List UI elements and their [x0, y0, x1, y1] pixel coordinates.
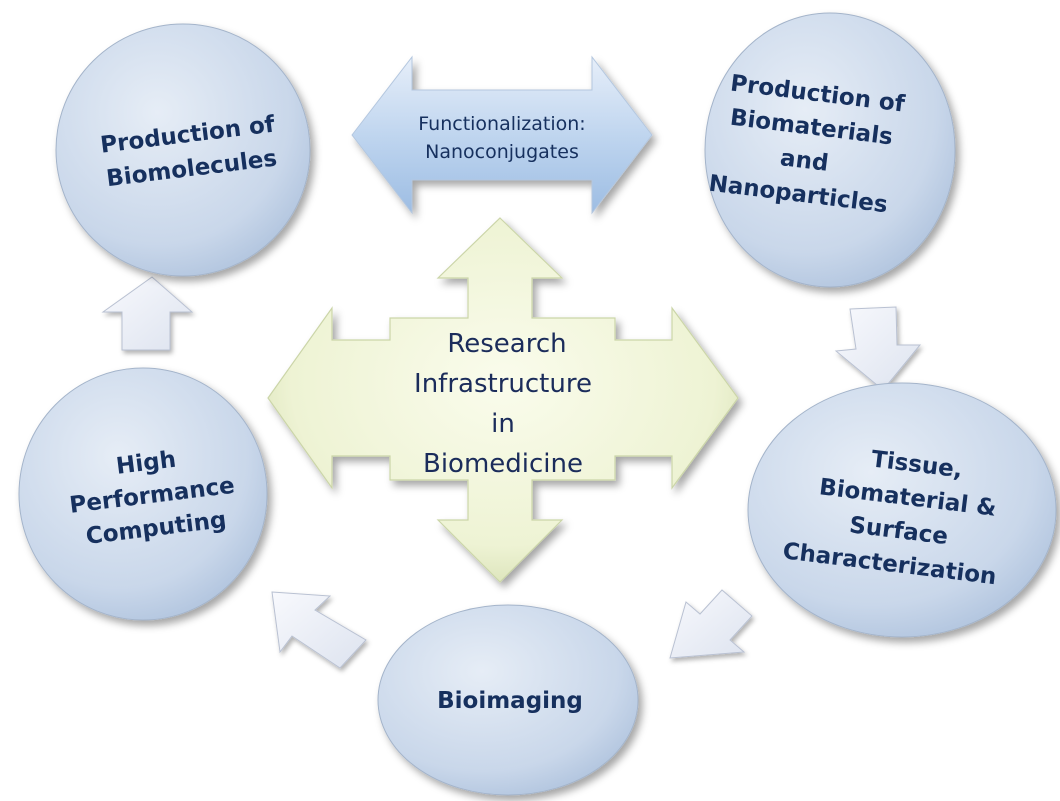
center-label-line2: Infrastructure	[414, 369, 592, 399]
node-bioimaging-label: Bioimaging	[437, 688, 583, 714]
node-tissue-characterization	[747, 382, 1057, 638]
flow-arrow-characterization-to-bioimaging	[669, 589, 753, 659]
flow-arrow-hpc-to-biomolecules	[101, 276, 194, 351]
node-biomaterials-line3: and	[779, 145, 830, 177]
center-four-way-arrow	[267, 217, 739, 583]
functionalization-label-line2: Nanoconjugates	[425, 141, 579, 163]
node-high-performance-computing	[18, 367, 268, 621]
flow-arrow-bioimaging-to-hpc	[271, 591, 367, 669]
flow-arrow-biomaterials-to-characterization	[834, 306, 922, 391]
node-production-of-biomolecules	[55, 23, 311, 277]
center-label-line1: Research	[447, 329, 566, 359]
center-label-line3: in	[491, 409, 515, 439]
node-bioimaging	[377, 604, 639, 796]
functionalization-arrow	[351, 55, 653, 215]
node-production-of-biomaterials	[704, 12, 956, 288]
center-label-line4: Biomedicine	[423, 449, 583, 479]
functionalization-label-line1: Functionalization:	[418, 113, 585, 135]
